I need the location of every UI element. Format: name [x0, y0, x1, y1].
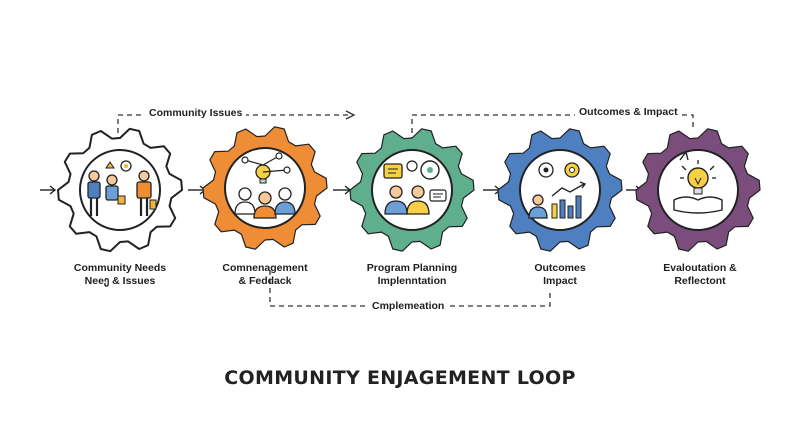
gear-2 [202, 126, 328, 250]
step-label-1: Community Needs Neeე & Issues [60, 262, 180, 288]
flow-arrow-in [40, 185, 57, 195]
step-label-4-line2: Impact [543, 275, 577, 287]
flow-arrow-1 [188, 185, 207, 195]
step-label-3-line1: Program Planning [366, 262, 458, 274]
gear-1 [57, 127, 183, 253]
connectors [40, 110, 694, 307]
team-idea-icon [234, 152, 296, 219]
step-label-1-line2: Neeე & Issues [84, 275, 156, 287]
step-label-4-line1: Outcomes [534, 262, 586, 274]
step-label-2-line1: Comnenagement [222, 262, 308, 274]
step-label-5: Evaloutation & Reflectont [640, 262, 760, 288]
lightbulb-hand-icon [673, 150, 723, 214]
step-label-2: Comnenagement & Feddack [205, 262, 325, 288]
diagram-title: COMMUNITY ENJAGEMENT LOOP [224, 367, 576, 389]
gears [57, 126, 761, 253]
arrowhead-top-left [345, 110, 356, 120]
dashed-connector-top-left [117, 114, 352, 142]
people-helping-icon [87, 160, 157, 216]
growth-chart-icon [528, 162, 587, 219]
icons [87, 150, 723, 219]
connector-label-top-left: Community Issues [145, 107, 247, 119]
step-label-3-line2: Implenntation [377, 275, 447, 287]
step-label-5-line2: Reflectont [674, 275, 726, 287]
connector-label-top-right: Outcomes & Impact [575, 106, 682, 118]
step-label-4: Outcomes Impact [500, 262, 620, 288]
dashed-connector-top-right [411, 114, 694, 142]
flow-arrow-2 [333, 185, 352, 195]
connector-label-bottom: Cmplemeation [368, 300, 449, 312]
step-label-2-line2: & Feddack [238, 275, 292, 287]
planning-discussion-icon [383, 160, 447, 215]
step-label-5-line1: Evaloutation & [663, 262, 737, 274]
step-label-1-line1: Community Needs [73, 262, 167, 274]
step-label-3: Program Planning Implenntation [352, 262, 472, 288]
